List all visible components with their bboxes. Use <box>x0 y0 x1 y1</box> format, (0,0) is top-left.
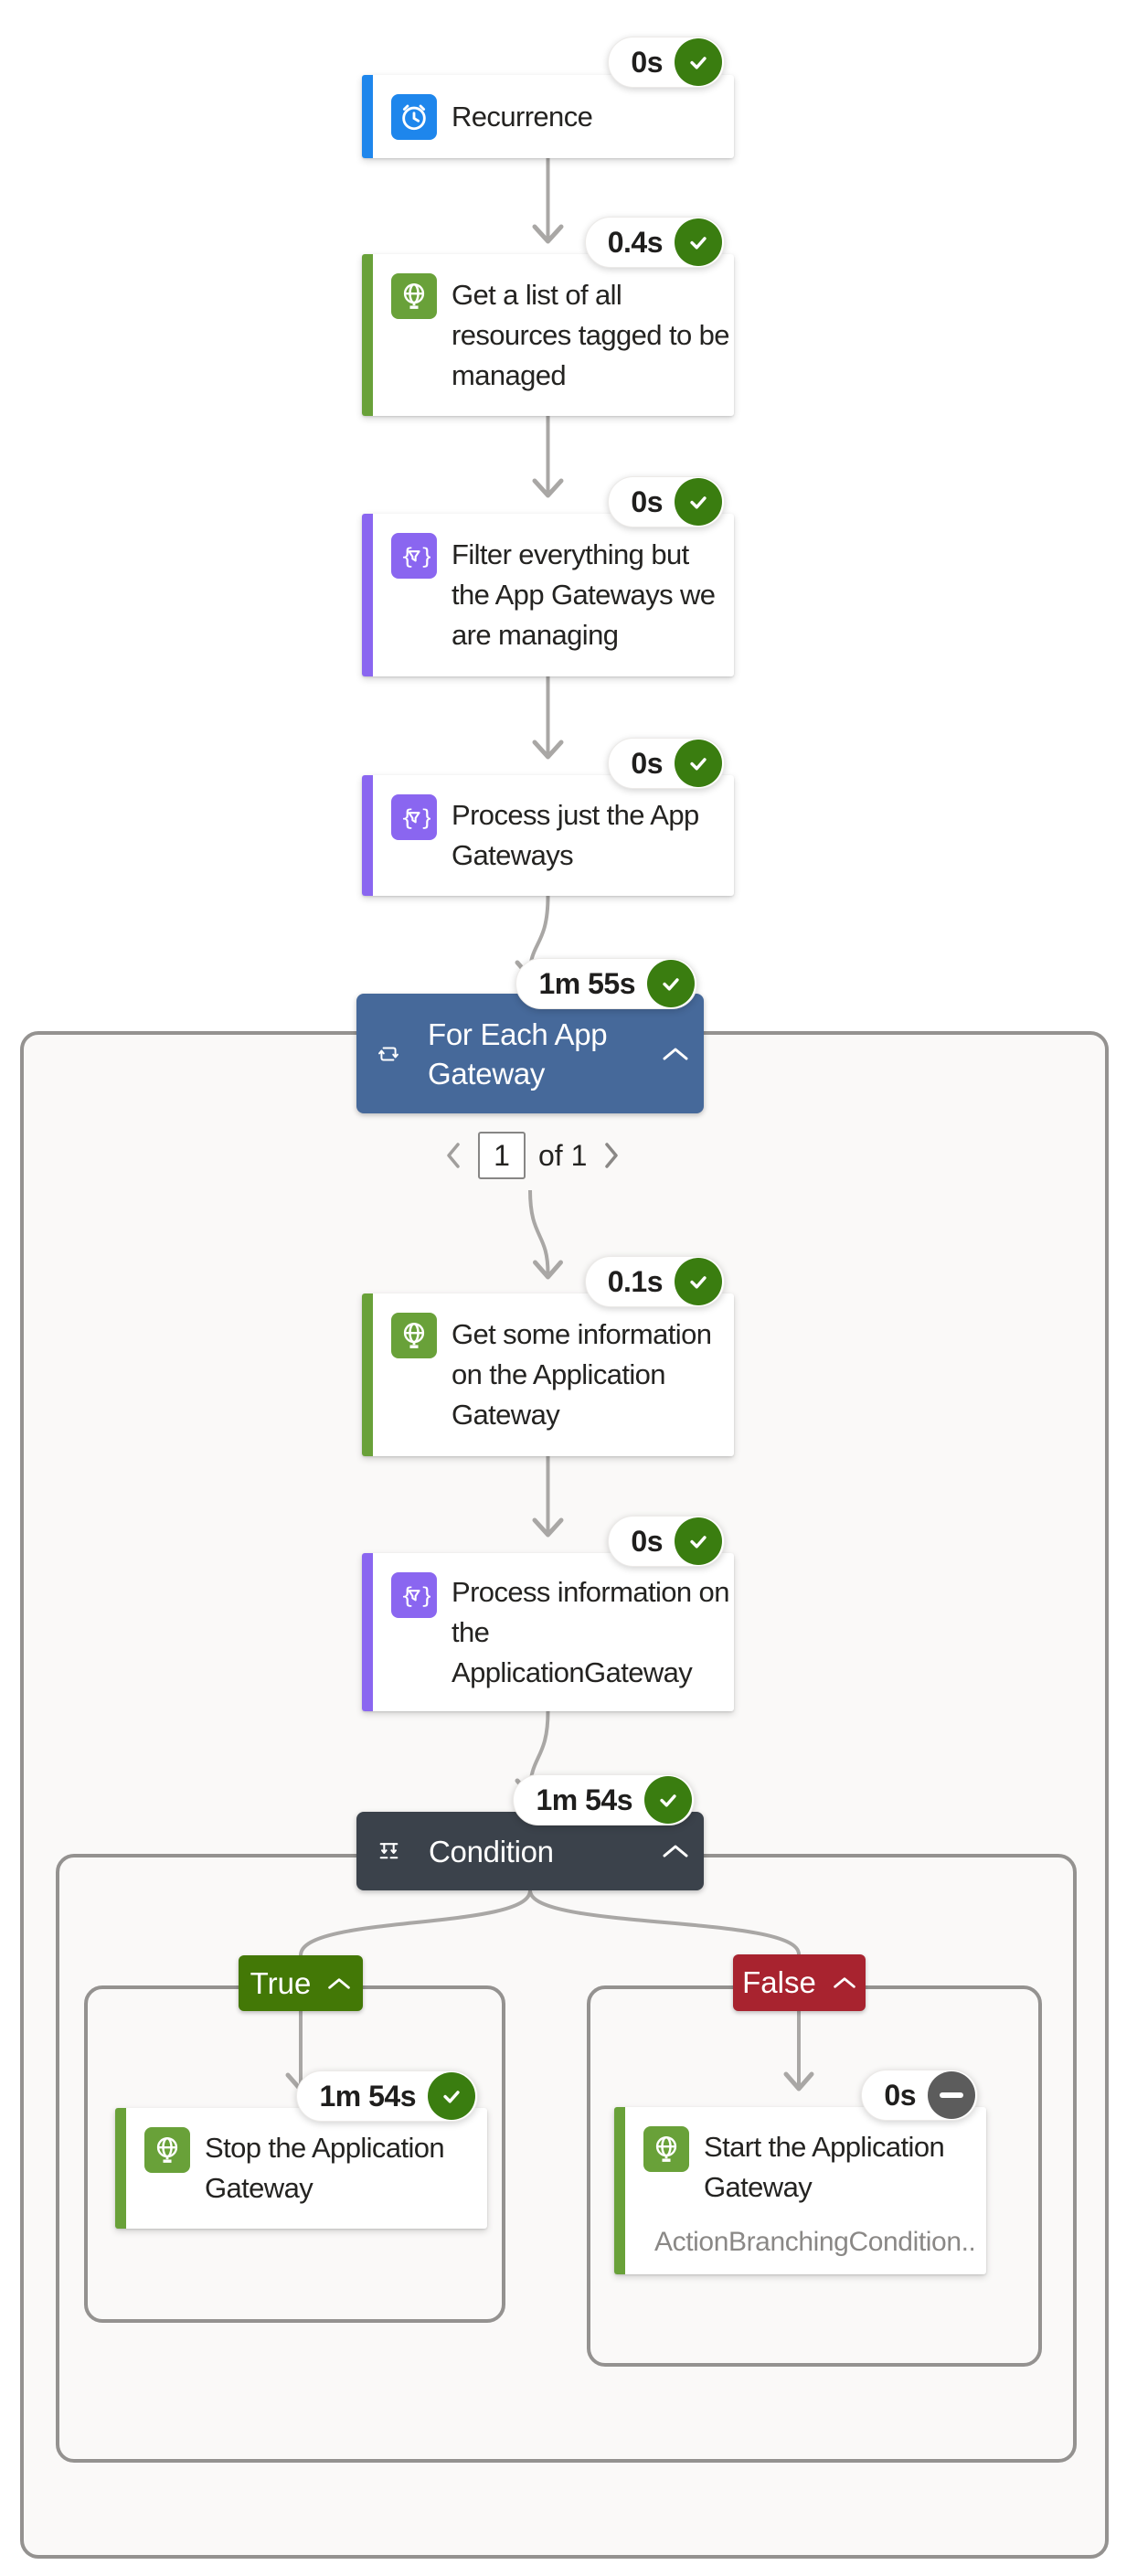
skipped-minus-icon <box>928 2071 975 2119</box>
filter-braces-icon: { } <box>391 1572 437 1618</box>
success-check-icon <box>675 1517 722 1565</box>
globe-icon <box>391 273 437 319</box>
false-branch-label[interactable]: False <box>733 1954 866 2011</box>
action-card-recurrence[interactable]: Recurrence <box>362 75 734 158</box>
recurrence-clock-icon <box>391 94 437 140</box>
success-check-icon <box>675 1258 722 1305</box>
action-card-stop-gateway[interactable]: Stop the Application Gateway <box>115 2108 487 2229</box>
accent-bar <box>362 75 373 158</box>
status-badge-filter: 0s <box>608 476 725 527</box>
action-label: Process just the App Gateways <box>452 799 699 871</box>
status-badge-condition: 1m 54s <box>513 1774 695 1826</box>
action-card-get-info[interactable]: Get some information on the Application … <box>362 1293 734 1456</box>
svg-text:}: } <box>420 544 430 569</box>
accent-bar <box>362 775 373 896</box>
accent-bar <box>362 1553 373 1711</box>
branch-label-text: True <box>250 1965 312 2000</box>
globe-icon <box>643 2126 689 2172</box>
condition-branch-icon <box>377 1839 401 1864</box>
success-check-icon <box>675 478 722 526</box>
next-page-button[interactable] <box>600 1139 623 1172</box>
action-card-process-gateways[interactable]: { } Process just the App Gateways <box>362 775 734 896</box>
true-branch-label[interactable]: True <box>239 1955 363 2011</box>
status-badge-get-info: 0.1s <box>584 1256 725 1307</box>
accent-bar <box>362 254 373 416</box>
success-check-icon <box>675 740 722 787</box>
collapse-chevron-icon <box>327 1976 351 1991</box>
status-badge-get-list: 0.4s <box>584 217 725 268</box>
foreach-scope-header[interactable]: For Each App Gateway <box>356 994 704 1113</box>
collapse-chevron-icon[interactable] <box>662 1046 689 1062</box>
action-label: Get a list of all resources tagged to be… <box>452 278 730 391</box>
scope-label: Condition <box>429 1834 554 1868</box>
status-badge-foreach: 1m 55s <box>515 958 697 1009</box>
svg-text:{: { <box>400 544 414 569</box>
skip-reason-note: ActionBranchingCondition... <box>642 2227 973 2258</box>
action-label: Get some information on the Application … <box>452 1318 712 1431</box>
foreach-pagination: 1 of 1 <box>441 1132 623 1179</box>
status-badge-process-info: 0s <box>608 1516 725 1567</box>
accent-bar <box>362 514 373 676</box>
foreach-loop-icon <box>377 1042 400 1066</box>
action-card-start-gateway[interactable]: Start the Application Gateway ActionBran… <box>614 2107 986 2274</box>
status-badge-process-gateways: 0s <box>608 738 725 789</box>
action-card-get-list[interactable]: Get a list of all resources tagged to be… <box>362 254 734 416</box>
action-label: Recurrence <box>452 100 593 133</box>
svg-text:}: } <box>420 1583 430 1609</box>
globe-icon <box>391 1313 437 1358</box>
success-check-icon <box>647 960 695 1007</box>
accent-bar <box>115 2108 126 2229</box>
success-check-icon <box>675 38 722 86</box>
collapse-chevron-icon[interactable] <box>662 1843 689 1859</box>
success-check-icon <box>644 1776 692 1824</box>
status-badge-recurrence: 0s <box>608 37 725 88</box>
success-check-icon <box>675 218 722 266</box>
status-badge-start-gateway: 0s <box>861 2070 978 2121</box>
action-card-filter[interactable]: { } Filter everything but the App Gatewa… <box>362 514 734 676</box>
action-label: Stop the Application Gateway <box>205 2132 445 2204</box>
previous-page-button[interactable] <box>441 1139 465 1172</box>
action-label: Process information on the ApplicationGa… <box>452 1575 729 1688</box>
branch-label-text: False <box>742 1965 816 1999</box>
svg-text:}: } <box>420 805 430 831</box>
svg-text:{: { <box>400 1583 414 1609</box>
page-count-label: of 1 <box>538 1138 588 1172</box>
action-label: Start the Application Gateway <box>704 2131 945 2203</box>
globe-icon <box>144 2127 190 2173</box>
page-number-input[interactable]: 1 <box>478 1132 526 1179</box>
svg-text:{: { <box>400 805 414 831</box>
accent-bar <box>362 1293 373 1456</box>
accent-bar <box>614 2107 625 2274</box>
status-badge-stop-gateway: 1m 54s <box>296 2070 478 2122</box>
collapse-chevron-icon <box>833 1975 856 1990</box>
filter-braces-icon: { } <box>391 533 437 579</box>
scope-label: For Each App Gateway <box>428 1017 608 1091</box>
action-card-process-info[interactable]: { } Process information on the Applicati… <box>362 1553 734 1711</box>
filter-braces-icon: { } <box>391 794 437 840</box>
success-check-icon <box>428 2072 475 2120</box>
action-label: Filter everything but the App Gateways w… <box>452 538 716 651</box>
